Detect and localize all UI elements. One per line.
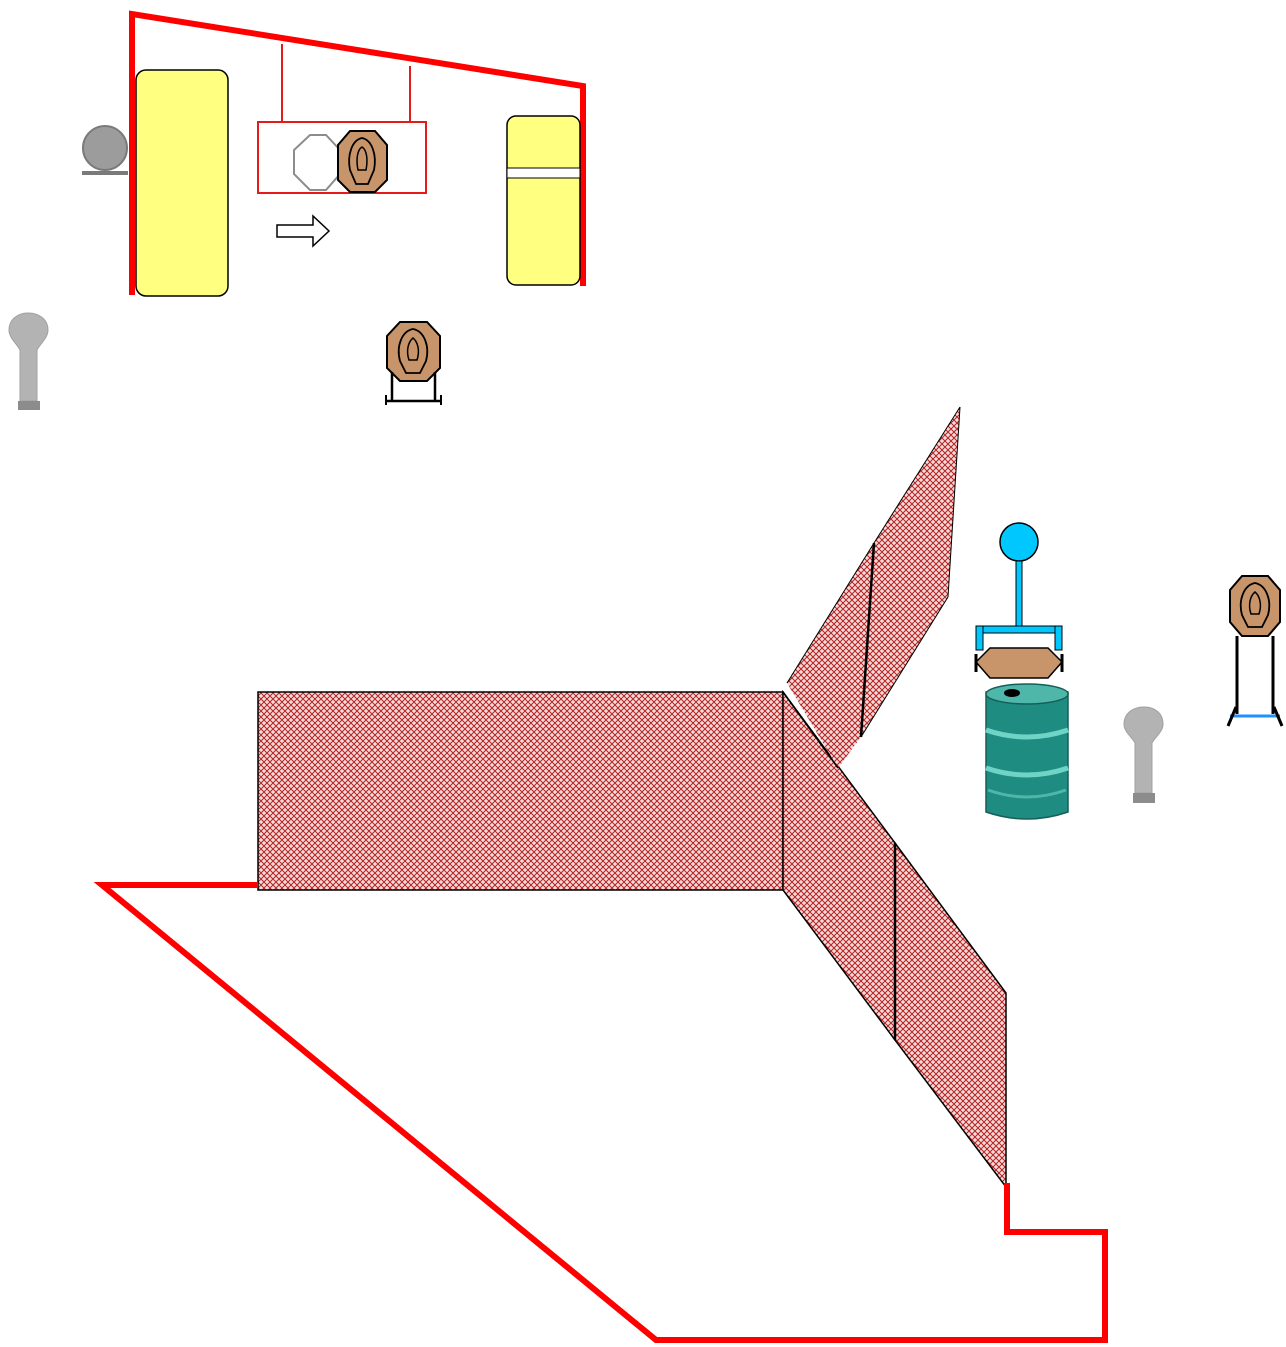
barricades [257,406,1007,1190]
paper-target-icon [337,130,388,193]
steel-popper-icon [82,125,128,175]
left-wall [135,69,229,297]
upper-fault-line [129,10,586,295]
barricade-angled-upper [787,543,874,768]
swinger-target-icon [974,647,1064,679]
barricade-left-panel [257,691,784,891]
no-shoot-target-icon [293,134,341,191]
paper-target-right-icon [1226,575,1284,727]
barricade-angled-upper-2 [861,407,960,737]
activator-icon [975,522,1063,651]
barricade-angled-lower-2 [894,840,1007,1190]
oil-barrel-icon [985,683,1069,820]
right-wall [506,115,581,286]
paper-target-stand-icon [385,321,442,405]
no-shoot-popper-icon [8,312,49,410]
lower-fault-line [93,882,1108,1343]
upper-shooting-area [8,10,586,410]
moving-target-track [257,44,427,194]
moving-target-arrow-icon [276,214,331,248]
no-shoot-popper-right-icon [1123,706,1164,803]
